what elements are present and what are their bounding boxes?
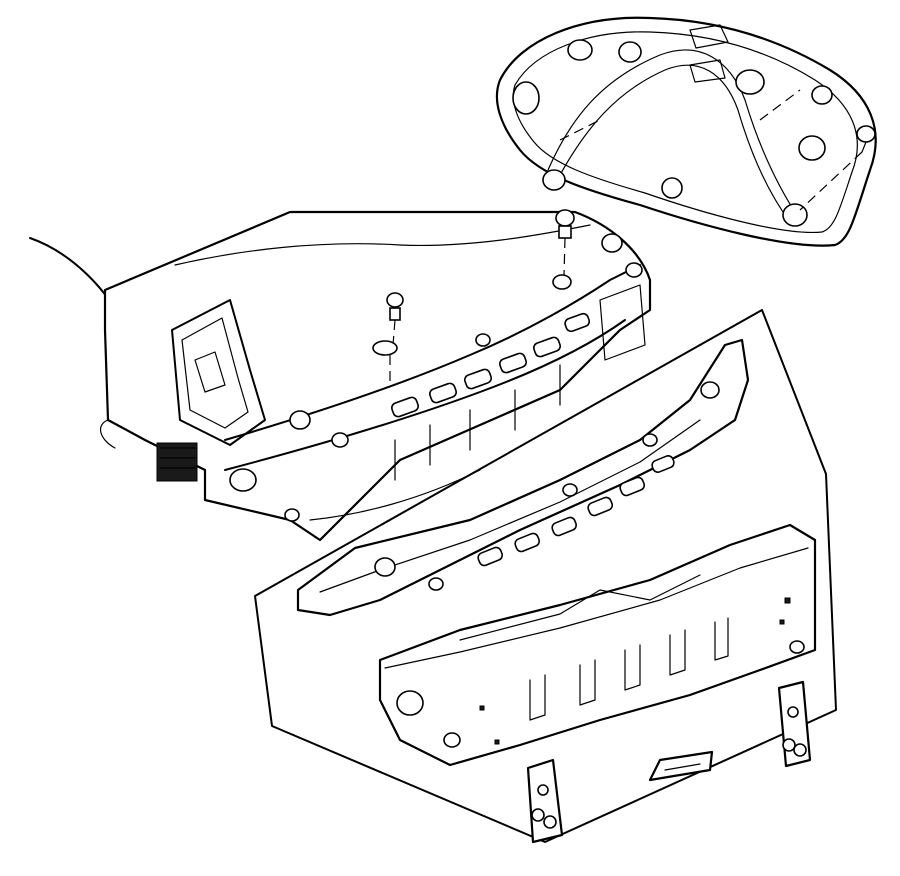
inset-frame	[254, 309, 837, 843]
upper-rear-crossmember	[296, 338, 750, 617]
rear-body-structure	[29, 210, 652, 542]
lower-rear-crossmember	[378, 523, 817, 767]
push-pin-fastener-left	[372, 209, 575, 385]
push-pin-fastener	[799, 125, 876, 211]
lower-bracket-left	[526, 758, 564, 844]
lower-bracket-right	[777, 680, 812, 768]
center-bracket	[648, 750, 714, 782]
trunk-lid-inner-panel	[495, 16, 877, 247]
